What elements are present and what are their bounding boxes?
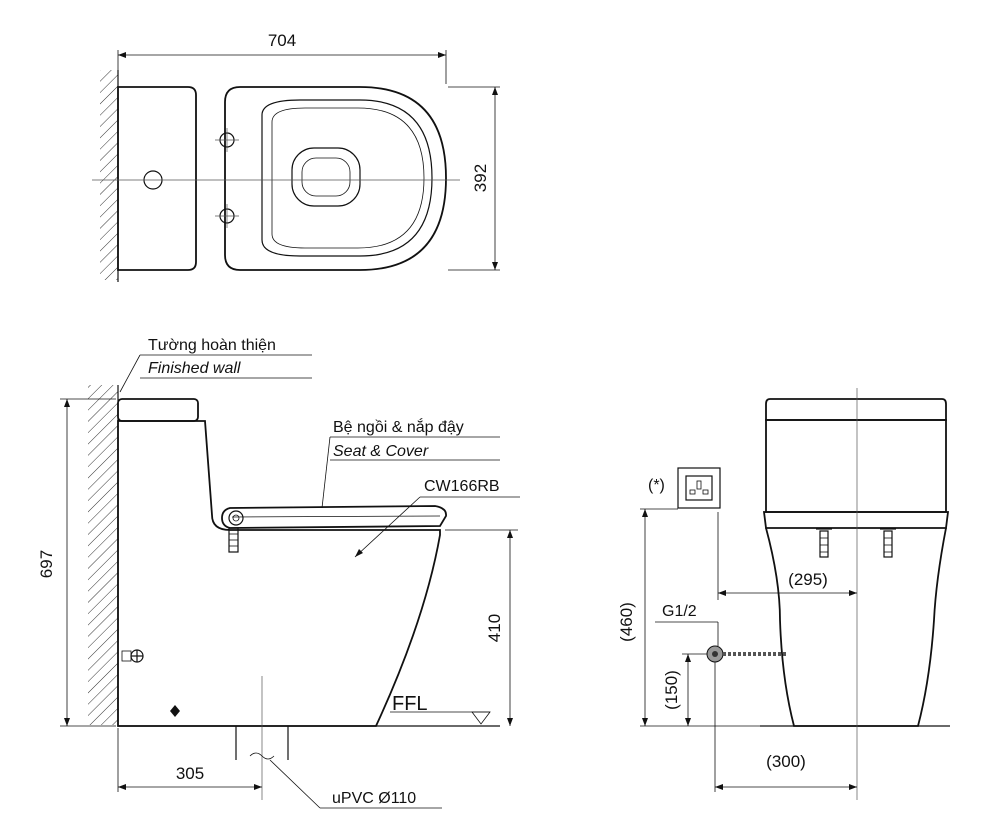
bowl-front [765, 527, 947, 727]
top-view: 704 392 [92, 31, 500, 282]
inlet-label: G1/2 [662, 603, 697, 620]
wall-label-en: Finished wall [148, 360, 241, 377]
wall-label-vi: Tường hoàn thiện [148, 337, 276, 354]
bowl-outlet-outer [291, 147, 361, 207]
fixing-bolt-left [816, 528, 832, 558]
seat-hinge [228, 510, 244, 526]
seat-inner-outline [261, 99, 433, 257]
dim-bolt-spacing: (295) [788, 570, 828, 589]
floor-marker [170, 705, 180, 717]
seat-cover-side [221, 505, 447, 529]
floor-level-symbol [471, 711, 491, 725]
dim-seat-height: 410 [485, 614, 504, 642]
dim-side-height: 697 [37, 550, 56, 578]
tank-lid-side [117, 398, 199, 422]
toilet-body-side [117, 420, 441, 727]
pipe-label: uPVC Ø110 [332, 790, 416, 807]
wall-hatch-side [88, 385, 118, 725]
dim-top-depth: 392 [471, 164, 490, 192]
floor-label: FFL [392, 693, 428, 715]
seat-label-vi: Bệ ngồi & nắp đậy [333, 417, 464, 436]
power-socket [677, 467, 721, 509]
seat-front [762, 511, 950, 529]
bowl-top-outline [224, 86, 447, 271]
dim-drain-distance: 305 [176, 764, 204, 783]
dim-supply-low: (150) [662, 670, 681, 710]
tank-top-outline [117, 86, 197, 271]
seat-inner-outline-2 [271, 107, 425, 249]
dim-supply-height: (460) [617, 602, 636, 642]
side-view: FFL 697 410 305 uPVC Ø110 Tường hoàn thi… [37, 337, 520, 809]
tank-body-front [765, 419, 947, 513]
dim-top-width: 704 [268, 31, 296, 50]
seat-label-en: Seat & Cover [333, 443, 429, 460]
socket-note: (*) [648, 477, 665, 494]
wall-hatch-top [100, 70, 118, 280]
bowl-outlet-inner [301, 157, 351, 197]
dim-supply-offset: (300) [766, 752, 806, 771]
seat-model-label: CW166RB [424, 478, 500, 495]
front-view: (*) G1/2 (460) (150) (295) (300) [617, 388, 950, 800]
tank-front [765, 398, 947, 421]
fixing-bolt-right [880, 528, 896, 558]
